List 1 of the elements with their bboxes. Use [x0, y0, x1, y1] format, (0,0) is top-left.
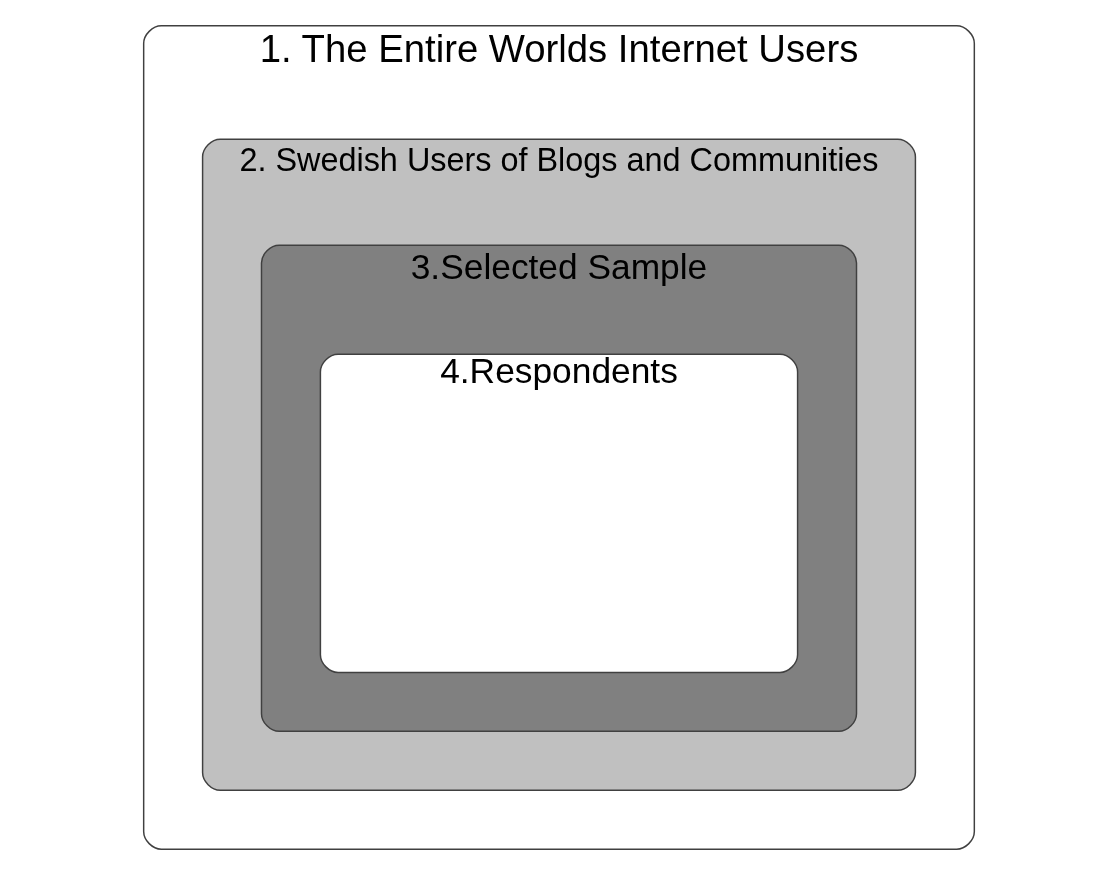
node-box: 4.Respondents [319, 353, 798, 674]
